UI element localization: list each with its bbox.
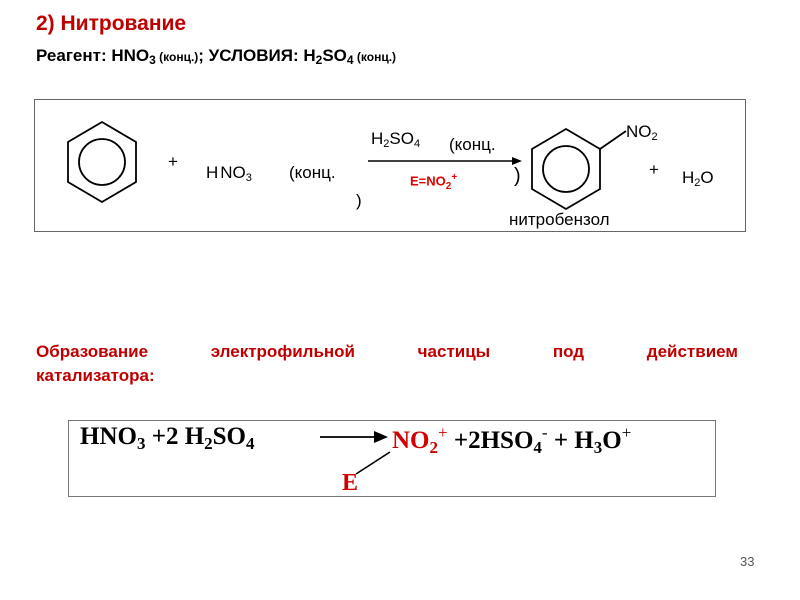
slide-title: 2) Нитрование: [36, 12, 187, 35]
eq-hno-sub: 3: [136, 434, 146, 453]
equation-box: [68, 420, 716, 497]
reagent-conc: (конц.): [155, 50, 199, 64]
equation-left: HNO3 +2 H2SO4: [80, 423, 255, 454]
hno3-no: NO: [220, 163, 246, 182]
electrophile-text: E=NO: [410, 173, 446, 189]
nitro-no: NO: [626, 122, 652, 141]
cond-sub2: 4: [346, 53, 354, 67]
eq-so: SO: [212, 423, 247, 450]
reaction-arrow-icon: [368, 157, 522, 165]
hno3-sub: 3: [245, 172, 252, 184]
reagent-conditions: Реагент: HNO3 (конц.); УСЛОВИЯ: H2SO4 (к…: [36, 46, 396, 67]
e-pointer-line: [355, 451, 391, 475]
paragraph-word: под: [552, 342, 585, 361]
eq-plus-h3: + H: [547, 427, 594, 454]
hno3-h: H: [206, 163, 219, 182]
catalyst-sub1: 2: [383, 138, 390, 150]
cond-mid: SO: [322, 46, 347, 65]
product-name: нитробензол: [509, 210, 610, 229]
water-o: O: [700, 168, 714, 187]
nitrobenzene-structure: [531, 127, 627, 211]
eq-no2-sub: 2: [429, 438, 439, 457]
benzene-ring: [67, 120, 137, 204]
reagent-sub: 3: [149, 53, 156, 67]
catalyst-so: SO: [389, 129, 414, 148]
catalyst-sub2: 4: [413, 138, 421, 150]
benzene-circle: [78, 138, 126, 186]
eq-so-sub: 4: [246, 434, 255, 453]
nitro-bond: [599, 130, 627, 150]
eq-plus-h: +2 H: [145, 423, 205, 450]
catalyst-formula: H2SO4: [371, 129, 420, 150]
eq-o: O: [602, 427, 622, 454]
conc-close-1: ): [356, 191, 362, 210]
equation-product: NO2+ +2HSO4- + H3O+: [392, 423, 631, 458]
plus-sign-2: +: [649, 160, 659, 179]
reaction-box: [34, 99, 746, 232]
eq-no2: NO: [392, 427, 430, 454]
page-number: 33: [740, 554, 755, 569]
electrophile-sup: +: [451, 172, 458, 183]
nitrobenzene-circle: [542, 145, 590, 193]
paragraph-word: действием: [646, 342, 738, 361]
eq-h3-sub: 3: [593, 438, 603, 457]
cond-sub1: 2: [315, 53, 323, 67]
catalyst-h: H: [371, 129, 384, 148]
eq-hso-sup: -: [541, 423, 548, 442]
eq-no2-sup: +: [438, 423, 448, 442]
eq-hno: HNO: [80, 423, 137, 450]
electrophile-sub: 2: [445, 180, 452, 192]
electrophile-label: E=NO2+: [410, 172, 457, 192]
explanation-paragraph: Образование электрофильной частицы под д…: [36, 340, 738, 388]
reagent-label: Реагент: HNO: [36, 46, 150, 65]
paragraph-word: частицы: [417, 342, 491, 361]
conc-close-2: ): [514, 165, 521, 187]
paragraph-word: электрофильной: [210, 342, 355, 361]
conditions-label: ; УСЛОВИЯ: H: [198, 46, 316, 65]
nitro-group-label: NO2: [626, 122, 658, 143]
conc-label-2: (конц.: [449, 135, 496, 154]
eq-hso-sub: 4: [533, 438, 542, 457]
benzene-structure: [67, 120, 137, 204]
conc-label-1: (конц.: [289, 163, 336, 182]
water-h: H: [682, 168, 695, 187]
nitro-sub: 2: [651, 131, 658, 143]
paragraph-word: Образование: [36, 342, 149, 361]
paragraph-line-2: катализатора:: [36, 366, 155, 385]
water-sub: 2: [694, 177, 701, 189]
water-formula: H2O: [682, 168, 714, 189]
eq-h-sub: 2: [204, 434, 213, 453]
paragraph-line-1: Образование электрофильной частицы под д…: [36, 340, 738, 364]
electrophile-e-label: E: [342, 470, 359, 496]
equation-arrow-icon: [320, 431, 388, 443]
eq-o-sup: +: [621, 423, 632, 442]
plus-sign-1: +: [168, 152, 178, 171]
cond-conc: (конц.): [353, 50, 397, 64]
eq-hso: +2HSO: [447, 427, 534, 454]
